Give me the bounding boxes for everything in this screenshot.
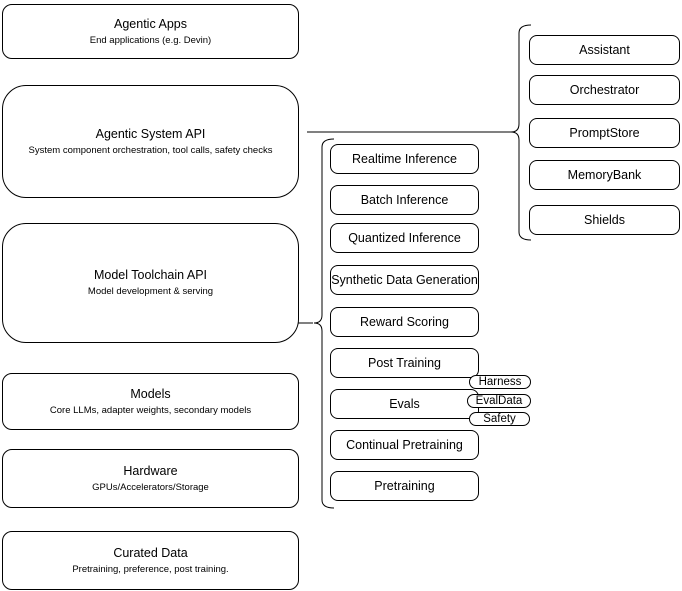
tag-label: EvalData [475, 395, 523, 407]
node-subtitle: System component orchestration, tool cal… [28, 144, 273, 156]
node-continual-pretraining: Continual Pretraining [330, 430, 479, 460]
node-label: Realtime Inference [352, 152, 457, 166]
node-curated-data: Curated Data Pretraining, preference, po… [2, 531, 299, 590]
node-title: Hardware [123, 463, 178, 478]
node-models: Models Core LLMs, adapter weights, secon… [2, 373, 299, 430]
tag-harness: Harness [469, 375, 531, 389]
node-memorybank: MemoryBank [529, 160, 680, 190]
node-shields: Shields [529, 205, 680, 235]
node-title: Agentic Apps [114, 16, 187, 31]
node-title: Model Toolchain API [93, 268, 208, 282]
tag-safety: Safety [469, 412, 530, 426]
node-label: Reward Scoring [360, 315, 449, 329]
node-title: Models [130, 386, 171, 401]
node-pretraining: Pretraining [330, 471, 479, 501]
node-title: Curated Data [113, 545, 188, 560]
node-assistant: Assistant [529, 35, 680, 65]
node-label: Pretraining [374, 479, 435, 493]
node-orchestrator: Orchestrator [529, 75, 680, 105]
node-realtime-inference: Realtime Inference [330, 144, 479, 174]
node-quantized-inference: Quantized Inference [330, 223, 479, 253]
node-subtitle: Pretraining, preference, post training. [72, 563, 229, 575]
node-label: Orchestrator [569, 83, 640, 97]
node-label: Shields [584, 213, 625, 227]
node-label: Batch Inference [360, 193, 449, 207]
node-hardware: Hardware GPUs/Accelerators/Storage [2, 449, 299, 508]
node-title: Agentic System API [95, 126, 206, 141]
tag-evaldata: EvalData [467, 394, 531, 408]
tag-label: Harness [478, 376, 522, 388]
node-subtitle: Model development & serving [87, 286, 214, 297]
node-subtitle: GPUs/Accelerators/Storage [92, 481, 209, 493]
node-evals: Evals [330, 389, 479, 419]
node-label: Assistant [579, 43, 630, 57]
node-promptstore: PromptStore [529, 118, 680, 148]
node-synthetic-data-generation: Synthetic Data Generation [330, 265, 479, 295]
node-post-training: Post Training [330, 348, 479, 378]
node-label: PromptStore [569, 126, 640, 140]
node-batch-inference: Batch Inference [330, 185, 479, 215]
toolchain-bracket [313, 138, 335, 509]
system-components-bracket [510, 24, 532, 241]
node-label: MemoryBank [567, 168, 642, 182]
tag-label: Safety [483, 413, 516, 425]
node-label: Quantized Inference [348, 231, 461, 245]
node-agentic-apps: Agentic Apps End applications (e.g. Devi… [2, 4, 299, 59]
node-label: Synthetic Data Generation [331, 273, 478, 287]
node-reward-scoring: Reward Scoring [330, 307, 479, 337]
node-subtitle: End applications (e.g. Devin) [89, 34, 212, 46]
node-label: Evals [389, 397, 420, 411]
node-label: Post Training [368, 356, 441, 370]
node-label: Continual Pretraining [346, 438, 463, 452]
node-model-toolchain-api: Model Toolchain API Model development & … [2, 223, 299, 343]
node-subtitle: Core LLMs, adapter weights, secondary mo… [49, 404, 252, 416]
node-agentic-system-api: Agentic System API System component orch… [2, 85, 299, 198]
